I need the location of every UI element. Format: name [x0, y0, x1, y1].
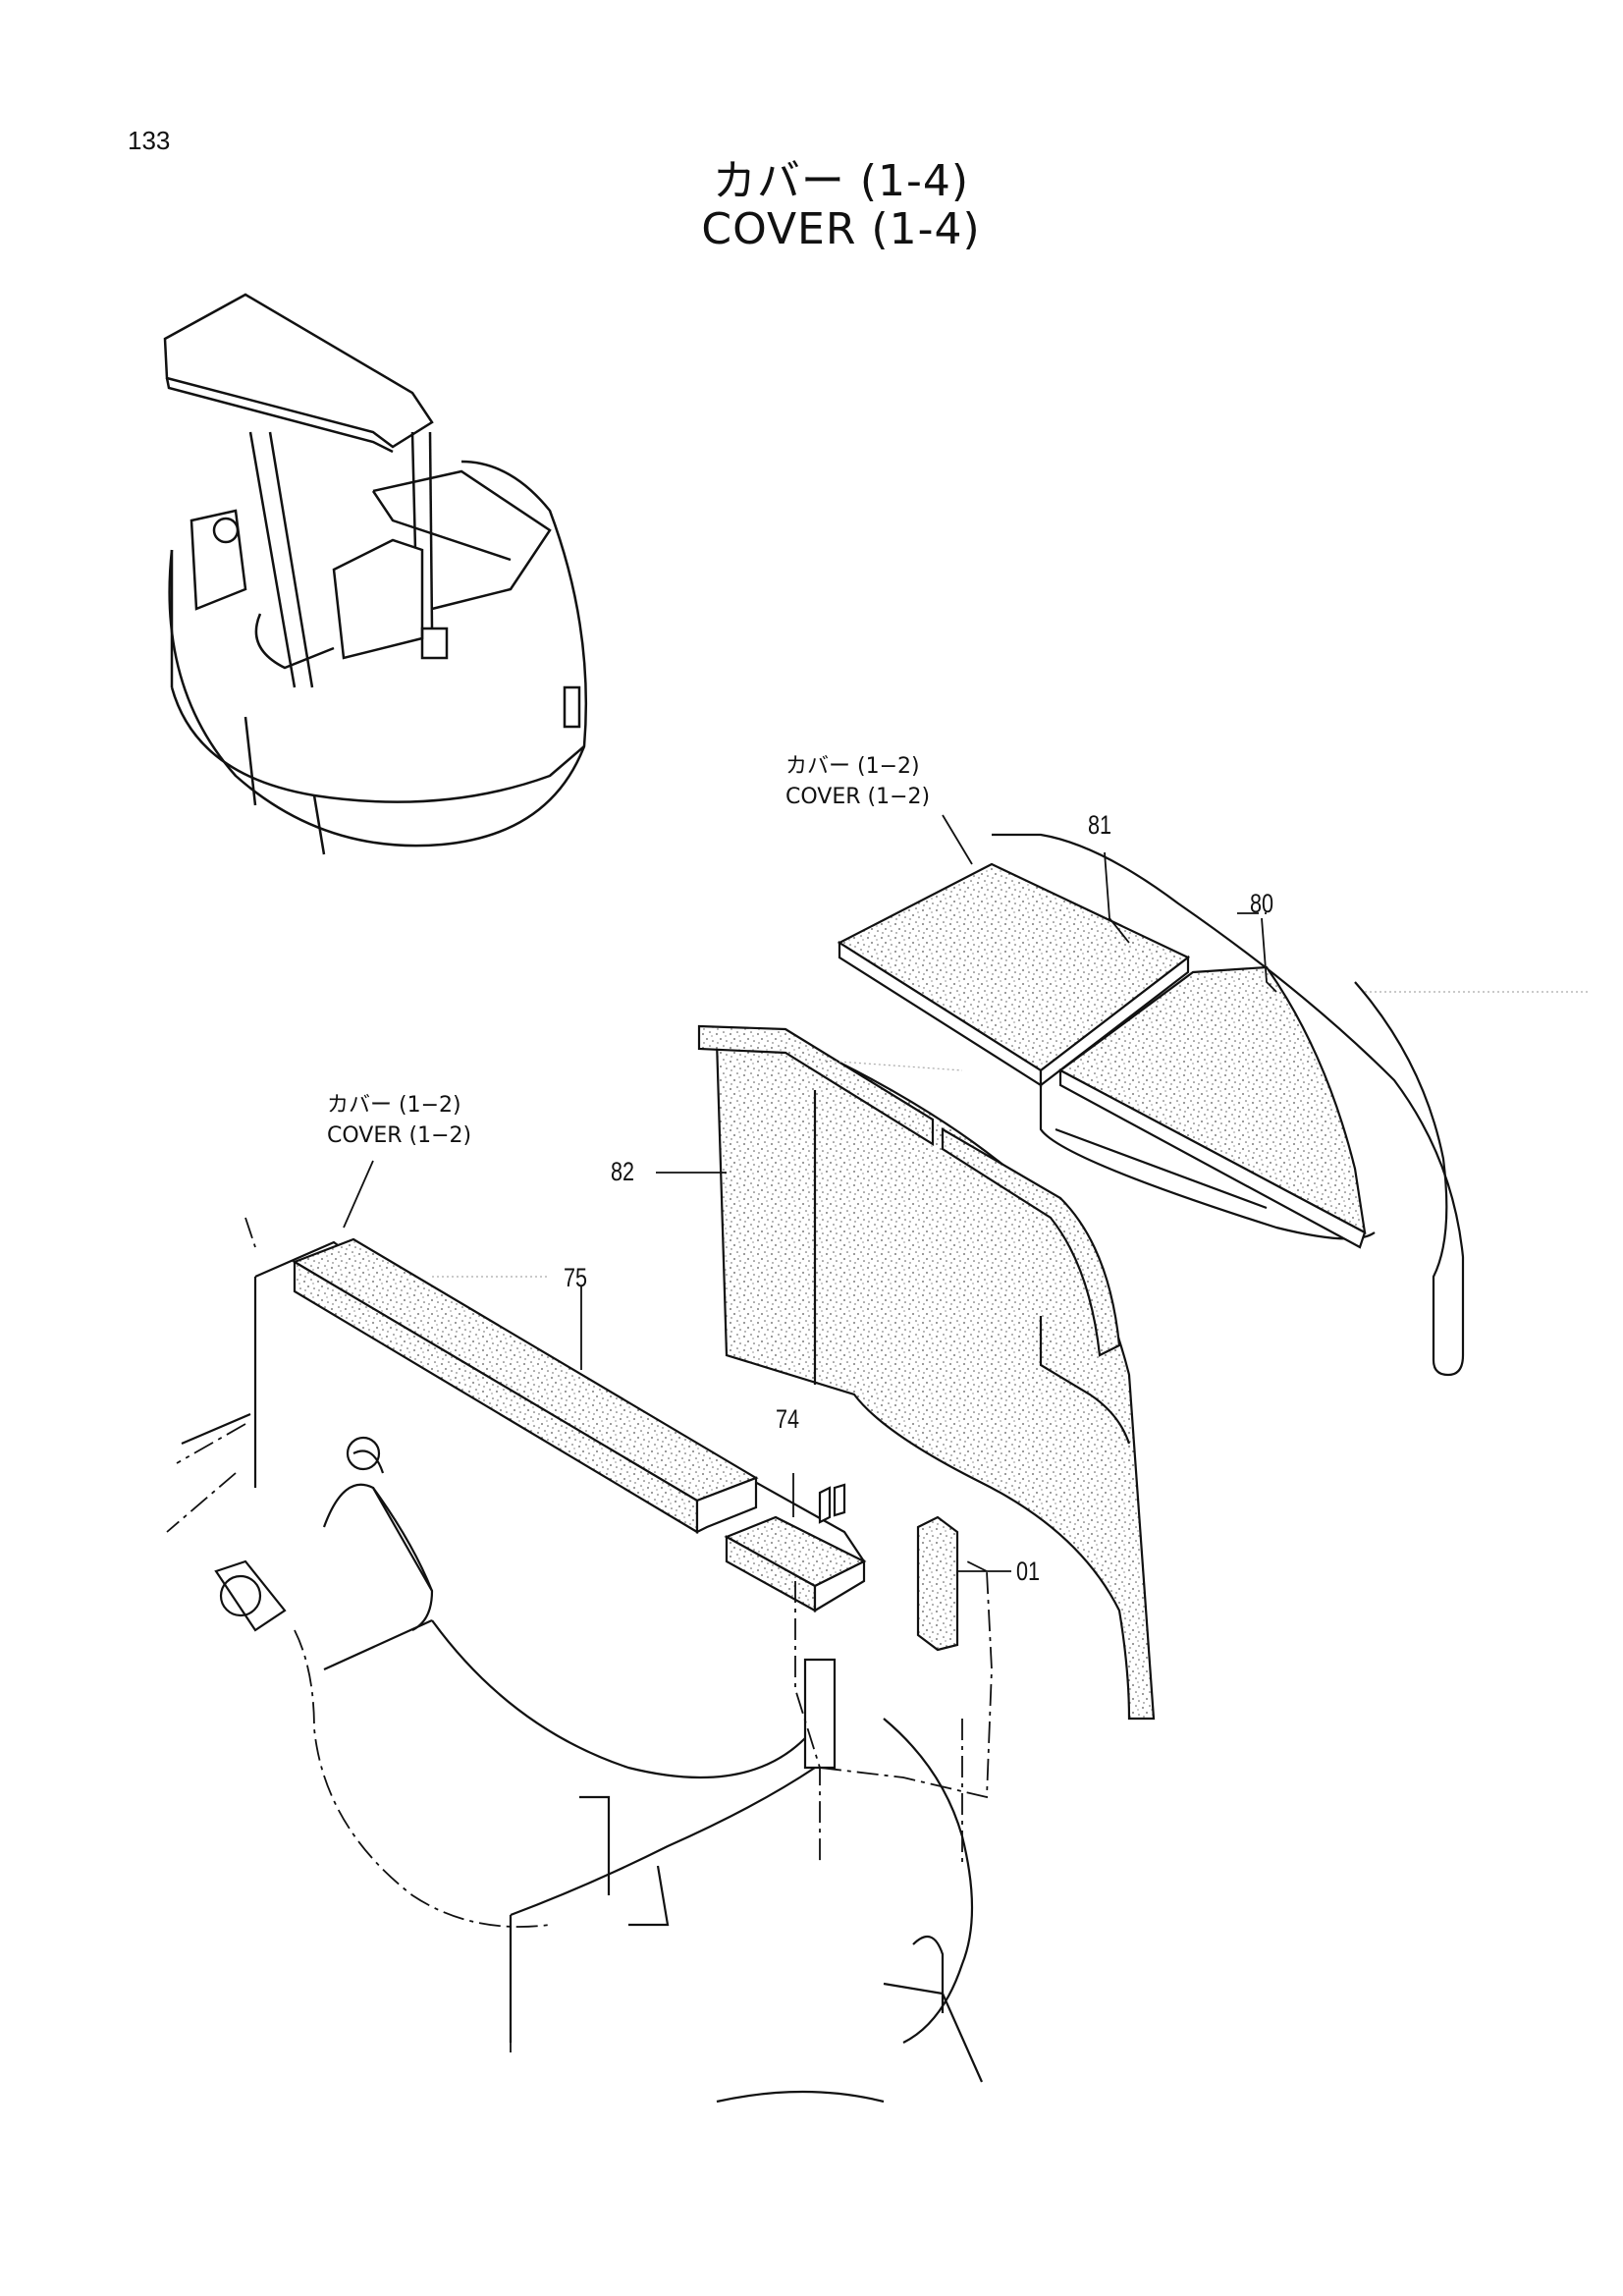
title-english: COVER (1-4) [701, 204, 981, 254]
machine-frame-outline [181, 1240, 984, 2104]
phantom-lines [166, 912, 1267, 2052]
reference-top-japanese: カバー (1−2) [785, 754, 920, 779]
title-japanese: カバー (1-4) [712, 156, 970, 206]
pad-74 [724, 1483, 867, 1613]
reference-label-left: カバー (1−2) COVER (1−2) [327, 1090, 471, 1151]
pad-80 [1057, 965, 1367, 1249]
callout-75: 75 [564, 1263, 588, 1292]
reference-left-english: COVER (1−2) [327, 1123, 472, 1148]
panel-82 [697, 1024, 1156, 1721]
callout-82: 82 [611, 1157, 635, 1186]
reference-top-english: COVER (1−2) [785, 785, 931, 809]
callout-01: 01 [1016, 1557, 1041, 1586]
leader-lines [343, 814, 1277, 1572]
excavator-overview-icon [163, 293, 588, 855]
pad-75 [292, 1237, 759, 1534]
callout-74: 74 [776, 1404, 800, 1434]
reference-left-japanese: カバー (1−2) [327, 1093, 461, 1118]
page-number: 133 [128, 126, 171, 155]
pad-81 [837, 862, 1191, 1088]
callout-80: 80 [1250, 889, 1274, 918]
guide-lines [432, 991, 1591, 1278]
reference-label-top: カバー (1−2) COVER (1−2) [785, 751, 930, 812]
callout-81: 81 [1088, 810, 1112, 840]
block-01 [916, 1515, 959, 1652]
